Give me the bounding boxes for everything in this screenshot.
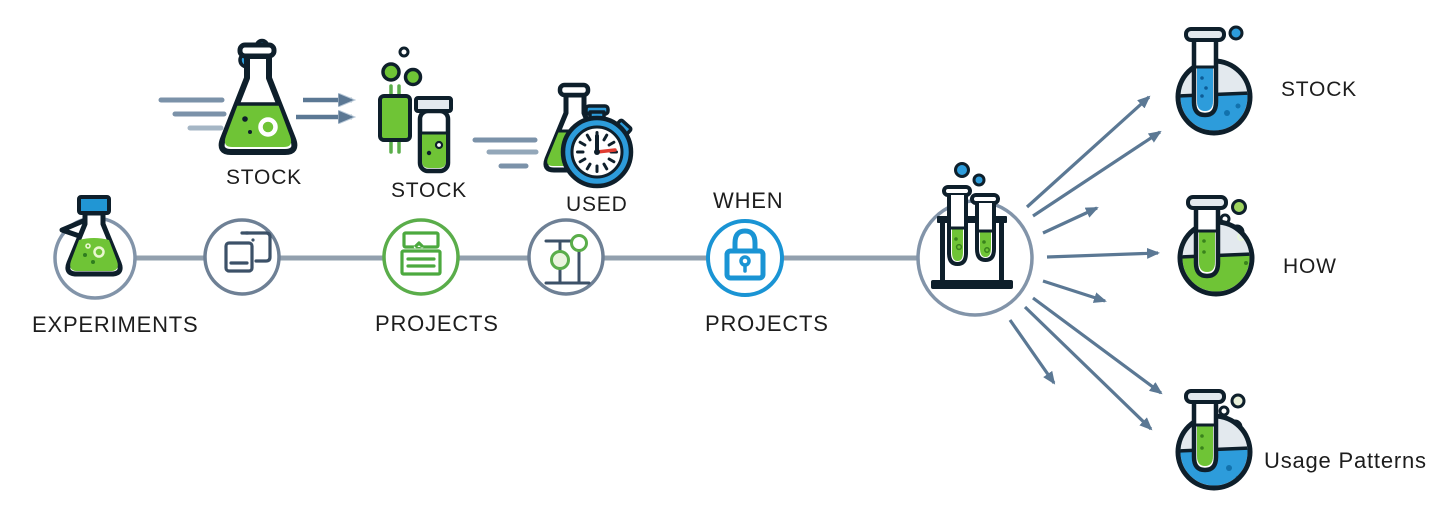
projects-green-label: PROJECTS — [375, 311, 499, 336]
projects-lock-label: PROJECTS — [705, 311, 829, 336]
experiments-label: EXPERIMENTS — [32, 312, 199, 337]
bubble-icon — [1228, 25, 1244, 41]
projects-node-circle — [382, 218, 460, 296]
bubble-icon — [954, 162, 970, 178]
bubble-icon — [972, 173, 986, 187]
stacked-boxes-icon — [400, 231, 442, 276]
arrow-to-how-icon — [1046, 247, 1160, 259]
arrow-short-up-icon — [1042, 206, 1099, 235]
balance-scale-icon — [544, 234, 591, 285]
when-label: WHEN — [713, 188, 783, 213]
test-tube-rack-icon — [931, 162, 1013, 289]
arrow-to-usage-icon — [1023, 305, 1153, 431]
stock-top-label: STOCK — [226, 166, 302, 189]
arrow-to-stock-icon — [1025, 95, 1151, 209]
bubble-icon — [1230, 393, 1246, 409]
arrow-short-down-icon — [1042, 279, 1107, 303]
output-how-label: HOW — [1283, 255, 1337, 278]
output-usage-label: Usage Patterns — [1264, 448, 1427, 473]
flask-stopwatch-icon — [543, 82, 634, 189]
motion-lines-icon — [158, 97, 227, 131]
round-bottom-flask-blue-icon — [1175, 25, 1253, 136]
bubble-icon — [403, 67, 423, 87]
overlapping-beakers-icon — [224, 231, 272, 273]
bubble-icon — [381, 62, 401, 82]
capped-erlenmeyer-flask-icon — [59, 195, 123, 277]
padlock-icon — [724, 228, 766, 281]
erlenmeyer-flask-icon — [218, 38, 298, 155]
output-stock-label: STOCK — [1281, 78, 1357, 101]
fan-arrows — [1008, 95, 1163, 431]
column-and-vial-icon — [378, 46, 453, 174]
bubble-icon — [1231, 199, 1247, 215]
arrow-to-usage-icon — [1032, 296, 1163, 395]
arrow-to-stock-icon — [1032, 130, 1162, 218]
round-bottom-flask-mixed-icon — [1175, 389, 1253, 491]
round-bottom-flask-green-icon — [1177, 195, 1255, 297]
used-label: USED — [566, 193, 628, 216]
stock-mid-label: STOCK — [391, 179, 467, 202]
arrow-short-steep-icon — [1008, 319, 1056, 385]
bubble-icon — [1218, 405, 1230, 417]
bubble-icon — [398, 46, 410, 58]
double-arrow-icon — [296, 100, 352, 117]
motion-lines-icon — [472, 137, 539, 169]
